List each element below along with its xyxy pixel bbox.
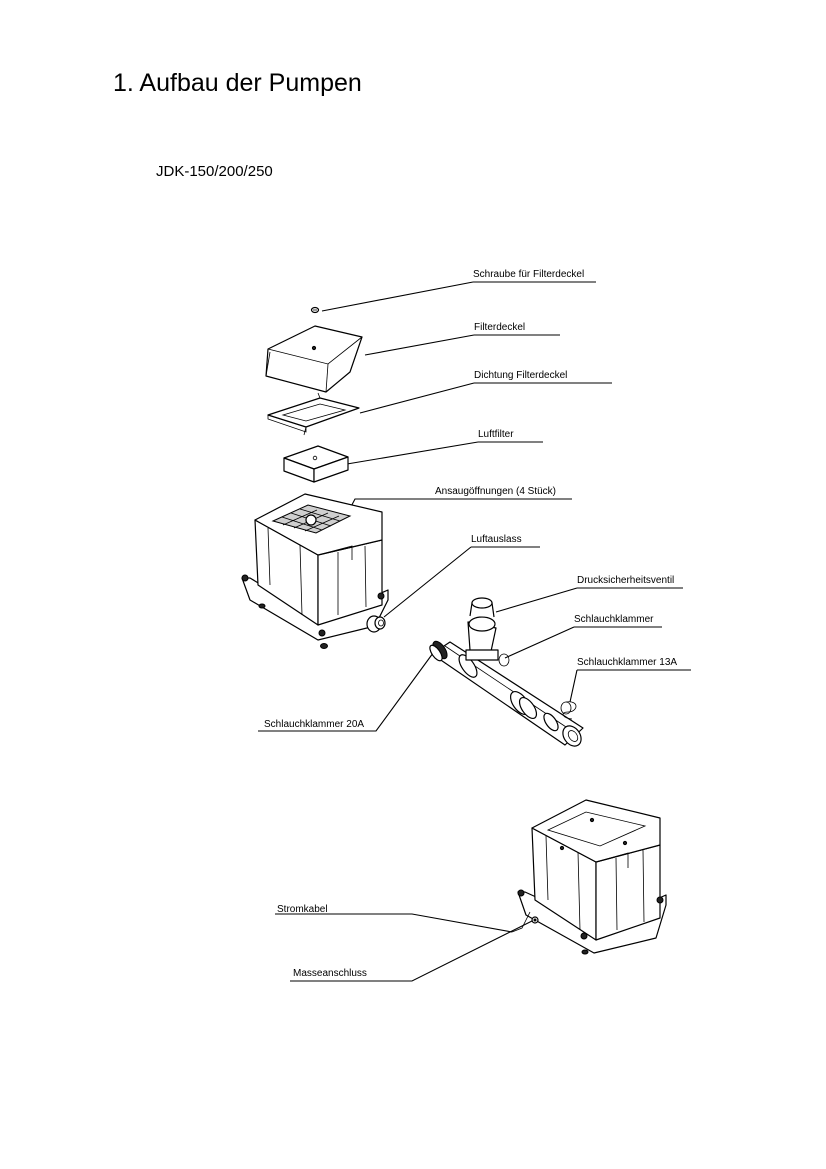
label-gasket: Dichtung Filterdeckel <box>359 370 612 414</box>
label-power-cable: Stromkabel <box>275 904 513 933</box>
label-hose-clamp-20a-text: Schlauchklammer 20A <box>264 719 364 730</box>
label-power-cable-text: Stromkabel <box>277 904 328 915</box>
gasket-part <box>267 392 360 436</box>
label-ground: Masseanschluss <box>290 919 535 982</box>
page-title: 1. Aufbau der Pumpen <box>113 69 362 97</box>
label-filter-text: Luftfilter <box>478 429 514 440</box>
label-relief-valve-text: Drucksicherheitsventil <box>577 575 674 586</box>
pump-body-assembled <box>511 799 667 955</box>
label-filter: Luftfilter <box>346 429 543 465</box>
outlet-pipe-assembly <box>429 597 584 747</box>
label-gasket-text: Dichtung Filterdeckel <box>474 370 567 381</box>
label-cover-text: Filterdeckel <box>474 322 525 333</box>
label-hose-clamp-20a: Schlauchklammer 20A <box>258 648 437 732</box>
label-screw-text: Schraube für Filterdeckel <box>473 269 584 280</box>
label-intake-text: Ansaugöffnungen (4 Stück) <box>435 486 556 497</box>
model-designation: JDK-150/200/250 <box>156 163 273 180</box>
label-outlet-text: Luftauslass <box>471 534 522 545</box>
air-filter-part <box>283 445 349 483</box>
label-cover: Filterdeckel <box>364 322 560 356</box>
filter-cover-part <box>265 325 363 393</box>
label-ground-text: Masseanschluss <box>293 968 367 979</box>
pump-body-exploded <box>241 493 389 649</box>
label-relief-valve: Drucksicherheitsventil <box>495 575 683 613</box>
label-hose-clamp-text: Schlauchklammer <box>574 614 654 625</box>
cover-screw-part <box>310 306 320 314</box>
label-hose-clamp-13a: Schlauchklammer 13A <box>569 657 691 703</box>
label-screw: Schraube für Filterdeckel <box>321 269 596 312</box>
label-outlet: Luftauslass <box>383 534 540 618</box>
label-hose-clamp: Schlauchklammer <box>504 614 662 659</box>
label-hose-clamp-13a-text: Schlauchklammer 13A <box>577 657 677 668</box>
